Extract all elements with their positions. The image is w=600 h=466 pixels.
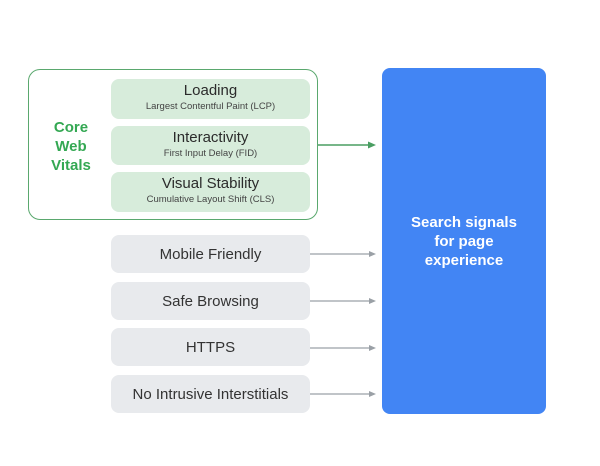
signal-arrow: [310, 251, 376, 257]
page-experience-target: Search signals for page experience: [382, 68, 546, 414]
metric-name: Loading: [183, 82, 238, 99]
core-web-vitals-group: [28, 69, 318, 220]
signal-arrow-head: [369, 345, 376, 351]
target-label-line: Search signals: [411, 213, 517, 231]
core-web-vitals-label: Core Web Vitals: [38, 118, 104, 175]
signal-no-intrusive-interstitials: No Intrusive Interstitials: [111, 375, 310, 413]
signal-arrow-head: [369, 391, 376, 397]
target-label-line: for page: [434, 232, 494, 250]
metric-visual-stability: Visual Stability Cumulative Layout Shift…: [111, 172, 310, 212]
signal-mobile-friendly: Mobile Friendly: [111, 235, 310, 273]
signal-label: No Intrusive Interstitials: [132, 385, 289, 403]
signal-https: HTTPS: [111, 328, 310, 366]
cwv-arrow-head: [368, 141, 376, 149]
signal-arrow: [310, 391, 376, 397]
signal-safe-browsing: Safe Browsing: [111, 282, 310, 320]
signal-arrow: [310, 345, 376, 351]
metric-detail: Cumulative Layout Shift (CLS): [146, 194, 275, 205]
metric-name: Interactivity: [172, 129, 249, 146]
cwv-label-line: Web: [55, 138, 87, 155]
cwv-label-line: Core: [53, 119, 89, 136]
signal-label: Mobile Friendly: [159, 245, 262, 263]
target-label: Search signals for page experience: [411, 213, 517, 270]
metric-detail: Largest Contentful Paint (LCP): [145, 101, 276, 112]
signal-label: Safe Browsing: [162, 292, 259, 310]
metric-detail: First Input Delay (FID): [163, 148, 258, 159]
cwv-arrow: [318, 141, 376, 149]
signal-label: HTTPS: [185, 338, 236, 356]
metric-name: Visual Stability: [161, 175, 260, 192]
metric-interactivity: Interactivity First Input Delay (FID): [111, 126, 310, 165]
signal-arrow: [310, 298, 376, 304]
metric-loading: Loading Largest Contentful Paint (LCP): [111, 79, 310, 119]
signal-arrow-head: [369, 298, 376, 304]
cwv-label-line: Vitals: [51, 157, 91, 174]
target-label-line: experience: [424, 251, 504, 269]
signal-arrow-head: [369, 251, 376, 257]
